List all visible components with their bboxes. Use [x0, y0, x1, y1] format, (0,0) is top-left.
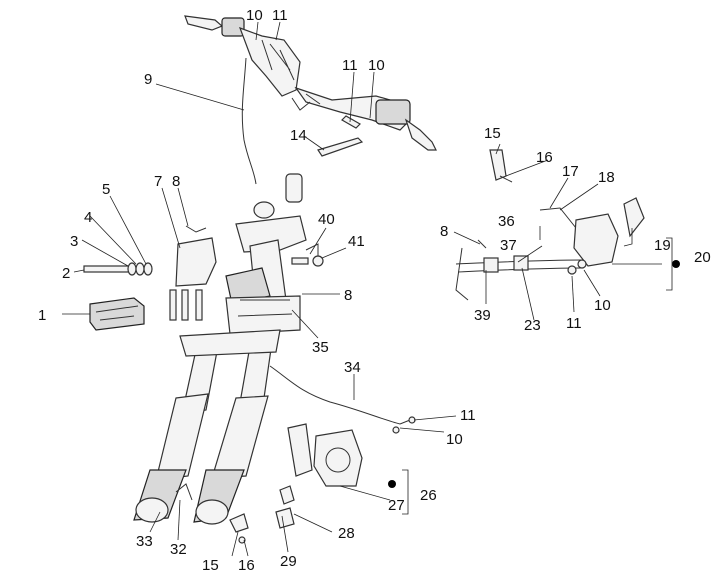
callout-15-fork: 15 — [202, 557, 219, 574]
callout-labels: 1 2 3 4 5 7 8 8 8 9 10 11 11 10 14 15 16… — [38, 7, 711, 574]
callout-5: 5 — [102, 181, 110, 198]
small-parts-40-41 — [291, 243, 324, 267]
callout-33: 33 — [136, 533, 153, 550]
callout-3: 3 — [70, 233, 78, 250]
bolt-washer-set — [83, 262, 153, 276]
bracket-7 — [169, 225, 217, 321]
callout-27: 27 — [388, 497, 405, 514]
callout-10-rear: 10 — [594, 297, 611, 314]
front-fork — [133, 329, 281, 525]
callout-29: 29 — [280, 553, 297, 570]
callout-39: 39 — [474, 307, 491, 324]
callout-8-yoke: 8 — [344, 287, 352, 304]
fork-small-parts — [175, 483, 249, 544]
callout-35: 35 — [312, 339, 329, 356]
lever-part-14 — [317, 137, 364, 157]
leader-lines — [62, 21, 673, 557]
callout-28: 28 — [338, 525, 355, 542]
callout-19: 19 — [654, 237, 671, 254]
callout-11-hose: 11 — [460, 407, 476, 424]
reference-dot-26 — [388, 480, 396, 488]
callout-2: 2 — [62, 265, 70, 282]
callout-11-bar: 11 — [342, 57, 358, 74]
callout-10-bar: 10 — [368, 57, 385, 74]
callout-8-rear: 8 — [440, 223, 448, 240]
callout-11-top: 11 — [272, 7, 288, 24]
front-brake-caliper — [287, 423, 363, 487]
callout-11-rear: 11 — [566, 315, 582, 332]
callout-1: 1 — [38, 307, 46, 324]
callout-16-fork: 16 — [238, 557, 255, 574]
steering-column — [225, 173, 307, 335]
module-part-1 — [89, 297, 145, 331]
callout-7: 7 — [154, 173, 162, 190]
callout-37: 37 — [500, 237, 517, 254]
callout-40: 40 — [318, 211, 335, 228]
callout-34: 34 — [344, 359, 361, 376]
callout-16-rear: 16 — [536, 149, 553, 166]
callout-10-top: 10 — [246, 7, 263, 24]
callout-41: 41 — [348, 233, 365, 250]
callout-10-hose: 10 — [446, 431, 463, 448]
caliper-bolts — [275, 485, 295, 529]
callout-14: 14 — [290, 127, 307, 144]
callout-8-bracket: 8 — [172, 173, 180, 190]
reference-dot-20 — [672, 260, 680, 268]
callout-9: 9 — [144, 71, 152, 88]
callout-36: 36 — [498, 213, 515, 230]
callout-20: 20 — [694, 249, 711, 266]
callout-15-rear: 15 — [484, 125, 501, 142]
callout-18: 18 — [598, 169, 615, 186]
throttle-cable — [241, 57, 257, 185]
callout-23: 23 — [524, 317, 541, 334]
callout-32: 32 — [170, 541, 187, 558]
callout-4: 4 — [84, 209, 92, 226]
brake-hose-34 — [269, 365, 411, 425]
handlebar-assembly — [184, 15, 437, 151]
callout-26: 26 — [420, 487, 437, 504]
callout-17: 17 — [562, 163, 579, 180]
rear-brake-assembly — [455, 149, 645, 301]
